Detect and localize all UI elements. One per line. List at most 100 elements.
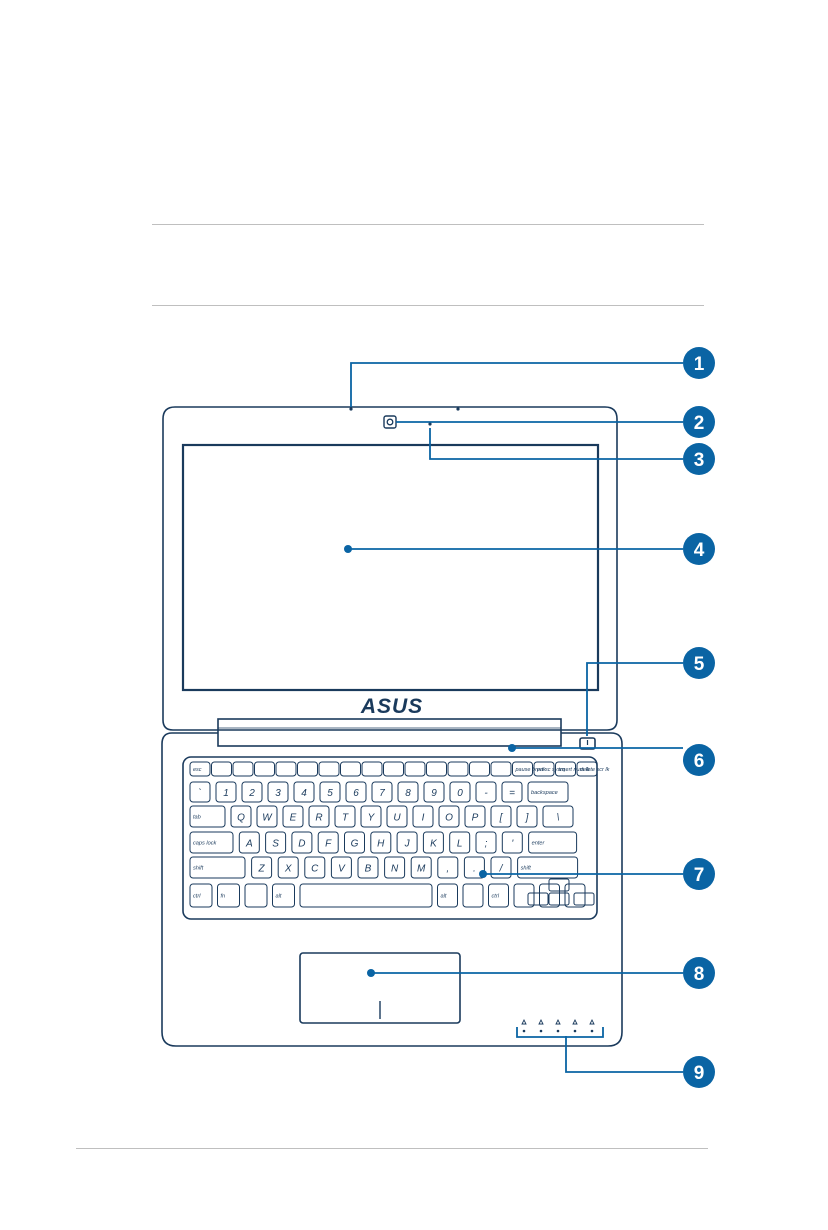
key: 8 bbox=[397, 781, 419, 803]
callout-badge-5: 5 bbox=[683, 647, 715, 679]
svg-text:R: R bbox=[315, 812, 322, 823]
key: 5 bbox=[319, 781, 341, 803]
key: 2 bbox=[241, 781, 263, 803]
svg-text:C: C bbox=[311, 863, 319, 874]
display-lid bbox=[162, 406, 618, 731]
status-led-icon bbox=[589, 1018, 595, 1025]
key: 1 bbox=[215, 781, 237, 803]
svg-text:8: 8 bbox=[405, 788, 411, 799]
status-led bbox=[539, 1029, 543, 1033]
key: enter bbox=[528, 831, 578, 854]
key: ; bbox=[475, 831, 497, 854]
svg-text:D: D bbox=[298, 838, 305, 849]
svg-text:Q: Q bbox=[237, 812, 245, 823]
key: Z bbox=[251, 856, 273, 879]
svg-text:`: ` bbox=[198, 787, 201, 799]
key: I bbox=[412, 805, 434, 828]
svg-text:-: - bbox=[484, 788, 488, 799]
key: [ bbox=[490, 805, 512, 828]
key: , bbox=[437, 856, 459, 879]
key: 0 bbox=[449, 781, 471, 803]
key: esc bbox=[189, 761, 211, 777]
svg-text:caps lock: caps lock bbox=[193, 841, 218, 847]
callout-badge-6: 6 bbox=[683, 744, 715, 776]
callout-number: 6 bbox=[694, 751, 705, 772]
key bbox=[297, 761, 318, 777]
status-led-icon bbox=[572, 1018, 578, 1025]
key bbox=[318, 761, 340, 777]
key: alt bbox=[437, 883, 458, 908]
callout-badge-1: 1 bbox=[683, 347, 715, 379]
key: R bbox=[308, 805, 330, 828]
key bbox=[383, 761, 404, 777]
key: \ bbox=[542, 805, 574, 828]
key: ` bbox=[189, 781, 211, 803]
svg-text:O: O bbox=[445, 812, 453, 823]
key bbox=[232, 761, 254, 777]
status-led-icon bbox=[521, 1018, 527, 1025]
key: G bbox=[344, 831, 365, 854]
svg-text:3: 3 bbox=[275, 788, 281, 799]
key: ctrl bbox=[488, 883, 509, 908]
key: 6 bbox=[345, 781, 367, 803]
key: K bbox=[422, 831, 444, 854]
svg-text:fn: fn bbox=[221, 894, 226, 900]
key: delete scr lk bbox=[576, 761, 610, 777]
key: W bbox=[256, 805, 278, 828]
svg-text:alt: alt bbox=[276, 894, 282, 900]
camera-icon bbox=[383, 415, 397, 429]
key: T bbox=[334, 805, 356, 828]
svg-text:U: U bbox=[393, 812, 401, 823]
laptop-base bbox=[161, 732, 623, 1047]
callout-number: 7 bbox=[694, 865, 705, 886]
microphone-left bbox=[349, 407, 353, 411]
svg-text:.: . bbox=[473, 863, 476, 874]
svg-text:S: S bbox=[272, 838, 279, 849]
key: alt bbox=[272, 883, 295, 908]
svg-text:=: = bbox=[509, 788, 515, 799]
microphone-right bbox=[456, 407, 460, 411]
callout-badge-4: 4 bbox=[683, 533, 715, 565]
callout-badge-2: 2 bbox=[683, 406, 715, 438]
key bbox=[469, 761, 490, 777]
key: C bbox=[304, 856, 326, 879]
svg-text:6: 6 bbox=[353, 788, 359, 799]
callout-badge-8: 8 bbox=[683, 957, 715, 989]
svg-text:0: 0 bbox=[457, 788, 463, 799]
callout-number: 2 bbox=[694, 413, 705, 434]
status-led bbox=[573, 1029, 577, 1033]
key: 7 bbox=[371, 781, 393, 803]
key: insert num lk bbox=[555, 761, 590, 777]
svg-text:1: 1 bbox=[223, 788, 229, 799]
key: backspace bbox=[527, 781, 569, 803]
key bbox=[426, 761, 447, 777]
svg-text:ctrl: ctrl bbox=[193, 894, 201, 900]
key: - bbox=[475, 781, 497, 803]
status-led-icon bbox=[555, 1018, 561, 1025]
callout-line-3 bbox=[429, 428, 683, 460]
svg-text:I: I bbox=[422, 812, 425, 823]
key: X bbox=[277, 856, 299, 879]
svg-text:enter: enter bbox=[532, 841, 546, 847]
key bbox=[404, 761, 426, 777]
key: V bbox=[330, 856, 352, 879]
callout-badge-9: 9 bbox=[683, 1056, 715, 1088]
key: L bbox=[449, 831, 471, 854]
key: N bbox=[384, 856, 406, 879]
svg-text:,: , bbox=[446, 863, 449, 874]
key bbox=[275, 761, 297, 777]
status-indicators bbox=[521, 1018, 595, 1033]
svg-text:/: / bbox=[499, 863, 504, 874]
key: ctrl bbox=[189, 883, 213, 908]
brand-logo: ASUS bbox=[360, 695, 423, 718]
svg-text:[: [ bbox=[499, 812, 504, 823]
svg-text:M: M bbox=[417, 863, 426, 874]
key bbox=[513, 883, 535, 908]
key bbox=[490, 761, 512, 777]
status-led bbox=[556, 1029, 560, 1033]
svg-text:4: 4 bbox=[301, 788, 307, 799]
svg-text:esc: esc bbox=[193, 767, 202, 773]
key: H bbox=[370, 831, 392, 854]
